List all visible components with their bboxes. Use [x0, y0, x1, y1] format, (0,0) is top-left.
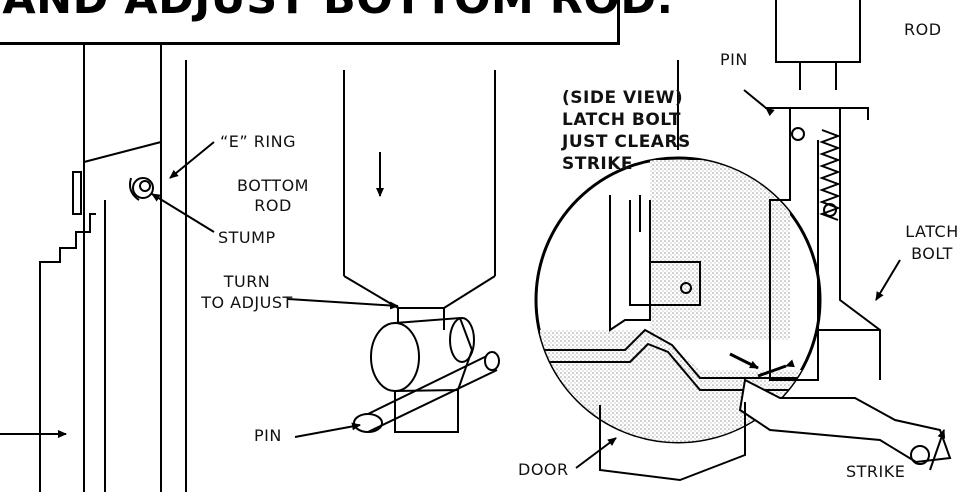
pin-label-center: PIN: [254, 426, 282, 445]
title-banner: L AND ADJUST BOTTOM ROD.: [0, 0, 673, 45]
turn-label-line2: TO ADJUST: [201, 293, 293, 312]
rod-label-top: ROD: [904, 20, 942, 39]
side-view-label-line3: JUST CLEARS: [562, 132, 691, 152]
latch-bolt-label-line2: BOLT: [911, 244, 953, 263]
latch-bolt-label-line1: LATCH: [905, 222, 959, 241]
door-label: DOOR: [518, 460, 569, 479]
side-view-detail: [534, 156, 822, 444]
latch-assembly: [599, 0, 952, 482]
e-ring-label: “E” RING: [220, 132, 296, 151]
side-view-label-line4: STRIKE: [562, 154, 634, 174]
stump-label: STUMP: [218, 228, 276, 247]
turn-label-line1: TURN: [223, 272, 271, 291]
bottom-rod-label-line2: ROD: [254, 196, 292, 215]
strike-label: STRIKE: [846, 462, 906, 481]
page-title: L AND ADJUST BOTTOM ROD.: [0, 0, 673, 24]
bottom-rod-assembly: [343, 70, 500, 433]
bottom-rod-label-line1: BOTTOM: [237, 176, 309, 195]
left-rod-assembly: [39, 40, 187, 492]
side-view-label-line2: LATCH BOLT: [562, 110, 681, 130]
pin-label-top: PIN: [720, 50, 748, 69]
side-view-label-line1: (SIDE VIEW): [562, 88, 684, 108]
